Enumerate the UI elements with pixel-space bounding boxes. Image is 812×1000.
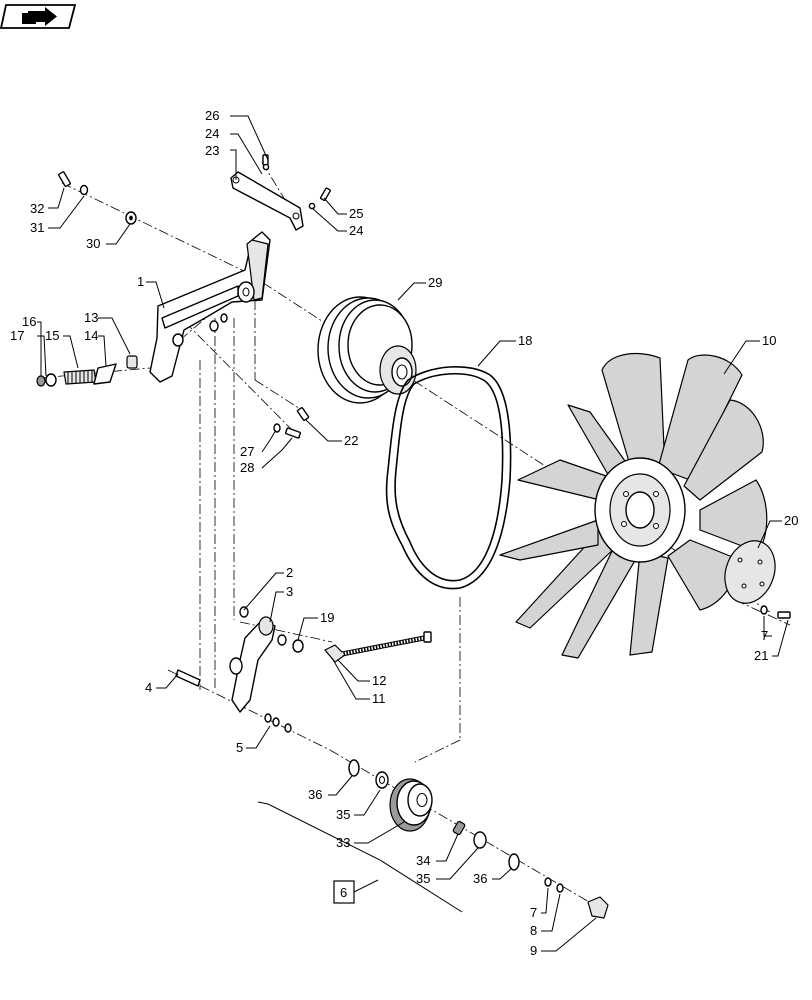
callout-11: 11 bbox=[372, 691, 386, 706]
callout-21: 21 bbox=[754, 648, 768, 663]
callout-27: 27 bbox=[240, 444, 254, 459]
callout-34: 34 bbox=[416, 853, 430, 868]
bolts-mid bbox=[273, 407, 310, 439]
callout-17: 17 bbox=[10, 328, 24, 343]
callout-30: 30 bbox=[86, 236, 100, 251]
callout-23: 23 bbox=[205, 143, 219, 158]
callout-12: 12 bbox=[372, 673, 386, 688]
small-idler-pulley bbox=[348, 759, 609, 919]
callout-5: 5 bbox=[236, 740, 243, 755]
idler-pulley-large bbox=[317, 296, 417, 404]
reference-box[interactable]: 6 bbox=[333, 880, 355, 904]
callout-16: 16 bbox=[22, 314, 36, 329]
callout-leaders bbox=[37, 115, 789, 952]
spring-assembly bbox=[36, 355, 138, 387]
callout-2: 2 bbox=[286, 565, 293, 580]
callout-26: 26 bbox=[205, 108, 219, 123]
callout-7: 7 bbox=[761, 628, 768, 643]
callout-13: 13 bbox=[84, 310, 98, 325]
callout-9: 9 bbox=[530, 943, 537, 958]
reference-box-label: 6 bbox=[340, 885, 347, 900]
callout-10: 10 bbox=[762, 333, 776, 348]
tensioner-bracket bbox=[149, 231, 271, 383]
callout-19: 19 bbox=[320, 610, 334, 625]
bolt-washer-set-upper-left bbox=[58, 171, 137, 225]
callout-36: 36 bbox=[308, 787, 322, 802]
callout-35: 35 bbox=[336, 807, 350, 822]
callout-29: 29 bbox=[428, 275, 442, 290]
callout-24: 24 bbox=[349, 223, 363, 238]
callout-15: 15 bbox=[45, 328, 59, 343]
callout-33: 33 bbox=[336, 835, 350, 850]
callout-35: 35 bbox=[416, 871, 430, 886]
callout-3: 3 bbox=[286, 584, 293, 599]
callout-24: 24 bbox=[205, 126, 219, 141]
drive-belt bbox=[385, 366, 512, 590]
cooling-fan bbox=[499, 352, 768, 659]
adjusting-rod bbox=[324, 631, 432, 663]
callout-14: 14 bbox=[84, 328, 98, 343]
lower-tensioner-arm bbox=[175, 606, 304, 733]
group-bracket bbox=[257, 801, 463, 913]
callout-1: 1 bbox=[137, 274, 144, 289]
callout-18: 18 bbox=[518, 333, 532, 348]
callout-22: 22 bbox=[344, 433, 358, 448]
callout-7: 7 bbox=[530, 905, 537, 920]
callout-4: 4 bbox=[145, 680, 152, 695]
callout-28: 28 bbox=[240, 460, 254, 475]
spacer-plate bbox=[724, 540, 791, 619]
callout-8: 8 bbox=[530, 923, 537, 938]
callout-labels: 26 24 23 32 31 30 25 24 1 29 16 17 15 13… bbox=[10, 108, 798, 958]
callout-32: 32 bbox=[30, 201, 44, 216]
top-link-bar bbox=[230, 154, 331, 231]
callout-20: 20 bbox=[784, 513, 798, 528]
callout-36: 36 bbox=[473, 871, 487, 886]
callout-31: 31 bbox=[30, 220, 44, 235]
page-forward-icon[interactable] bbox=[0, 4, 77, 29]
callout-25: 25 bbox=[349, 206, 363, 221]
